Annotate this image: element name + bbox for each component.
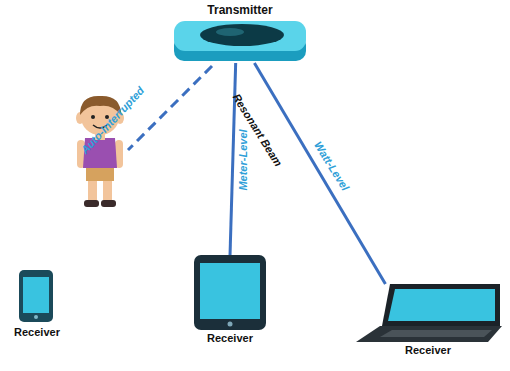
phone-receiver: Receiver xyxy=(4,268,70,338)
node-label: Transmitter xyxy=(207,3,272,17)
beam-line xyxy=(254,63,385,284)
device-icon xyxy=(352,282,504,344)
device-icon xyxy=(186,254,274,332)
dashed-beam xyxy=(128,66,212,150)
edge-label: Meter-Level xyxy=(237,129,249,190)
tablet-receiver: Receiver xyxy=(186,254,274,344)
node-label: Receiver xyxy=(405,344,451,356)
device-icon xyxy=(168,17,312,65)
node-label: Receiver xyxy=(14,326,60,338)
transmitter-device: Transmitter xyxy=(168,3,312,65)
edge-label: Watt-Level xyxy=(312,140,352,193)
device-icon xyxy=(4,268,70,326)
laptop-receiver: Receiver xyxy=(352,282,504,356)
beam-line xyxy=(230,63,236,256)
node-label: Receiver xyxy=(207,332,253,344)
